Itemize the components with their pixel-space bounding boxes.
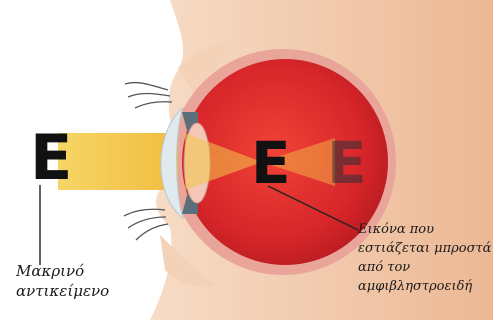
image-caption-line-3: από τον bbox=[358, 260, 410, 276]
light-beam bbox=[58, 133, 178, 190]
image-caption-line-2: εστιάζεται μπροστά bbox=[358, 241, 491, 257]
retina-blurred-letter: E bbox=[327, 134, 367, 192]
image-caption-line-1: Εικόνα που bbox=[358, 222, 434, 238]
upper-eyelashes bbox=[125, 83, 172, 108]
distant-object-letter: E bbox=[30, 127, 72, 189]
focused-image-letter: E bbox=[251, 134, 291, 192]
object-caption-line-2: αντικείμενο bbox=[16, 282, 109, 301]
object-caption-line-1: Μακρινό bbox=[16, 262, 84, 281]
image-caption-line-4: αμφιβληστροειδή bbox=[358, 279, 472, 295]
